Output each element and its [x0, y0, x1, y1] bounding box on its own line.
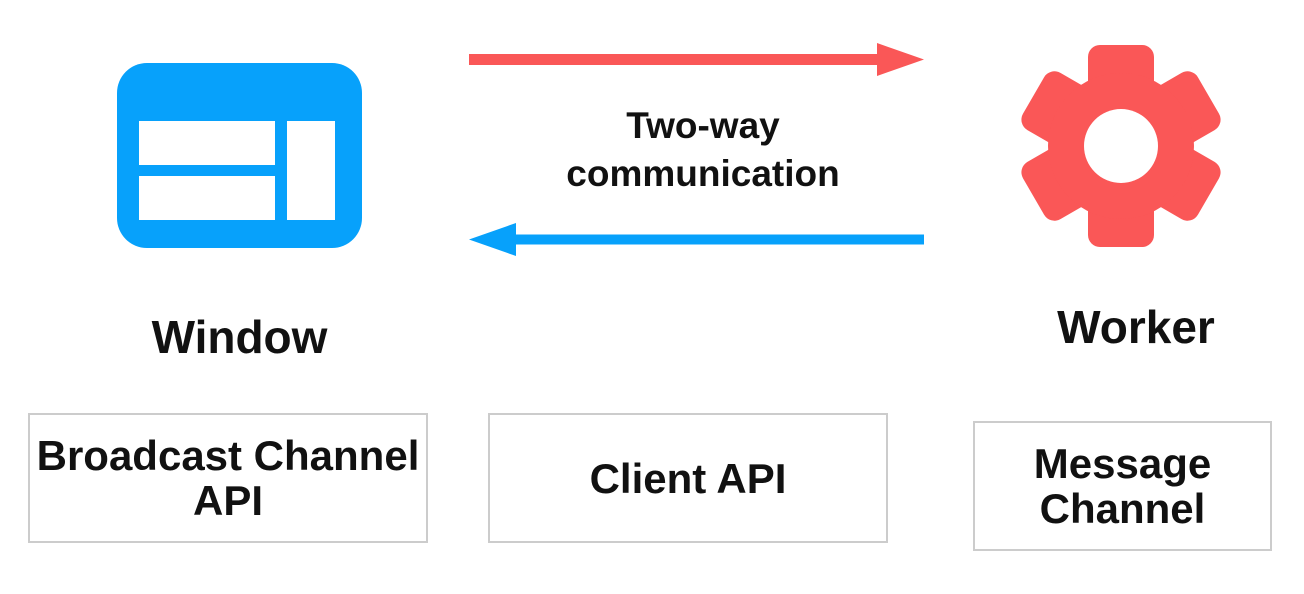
api-box-message-channel-label: Message Channel [1033, 440, 1212, 532]
left-arrow-head [469, 223, 516, 256]
browser-window-icon [117, 63, 362, 248]
gear-icon-hole [1084, 109, 1158, 183]
api-box-message-channel: Message Channel [973, 421, 1272, 551]
left-arrow-icon [469, 223, 924, 256]
api-box-broadcast-channel: Broadcast Channel API [28, 413, 428, 543]
gear-icon [1021, 45, 1221, 247]
api-box-client-api-label: Client API [589, 454, 787, 502]
communication-label: Two-way communication [566, 105, 840, 194]
right-arrow-head [877, 43, 924, 76]
worker-label: Worker [1057, 301, 1215, 353]
window-icon-sidebar [287, 121, 335, 220]
window-icon-content-top [139, 121, 275, 165]
window-label: Window [151, 311, 328, 363]
api-box-client-api: Client API [488, 413, 888, 543]
window-icon-content-bottom [139, 176, 275, 220]
right-arrow-icon [469, 43, 924, 76]
api-box-broadcast-channel-label: Broadcast Channel API [36, 432, 420, 524]
